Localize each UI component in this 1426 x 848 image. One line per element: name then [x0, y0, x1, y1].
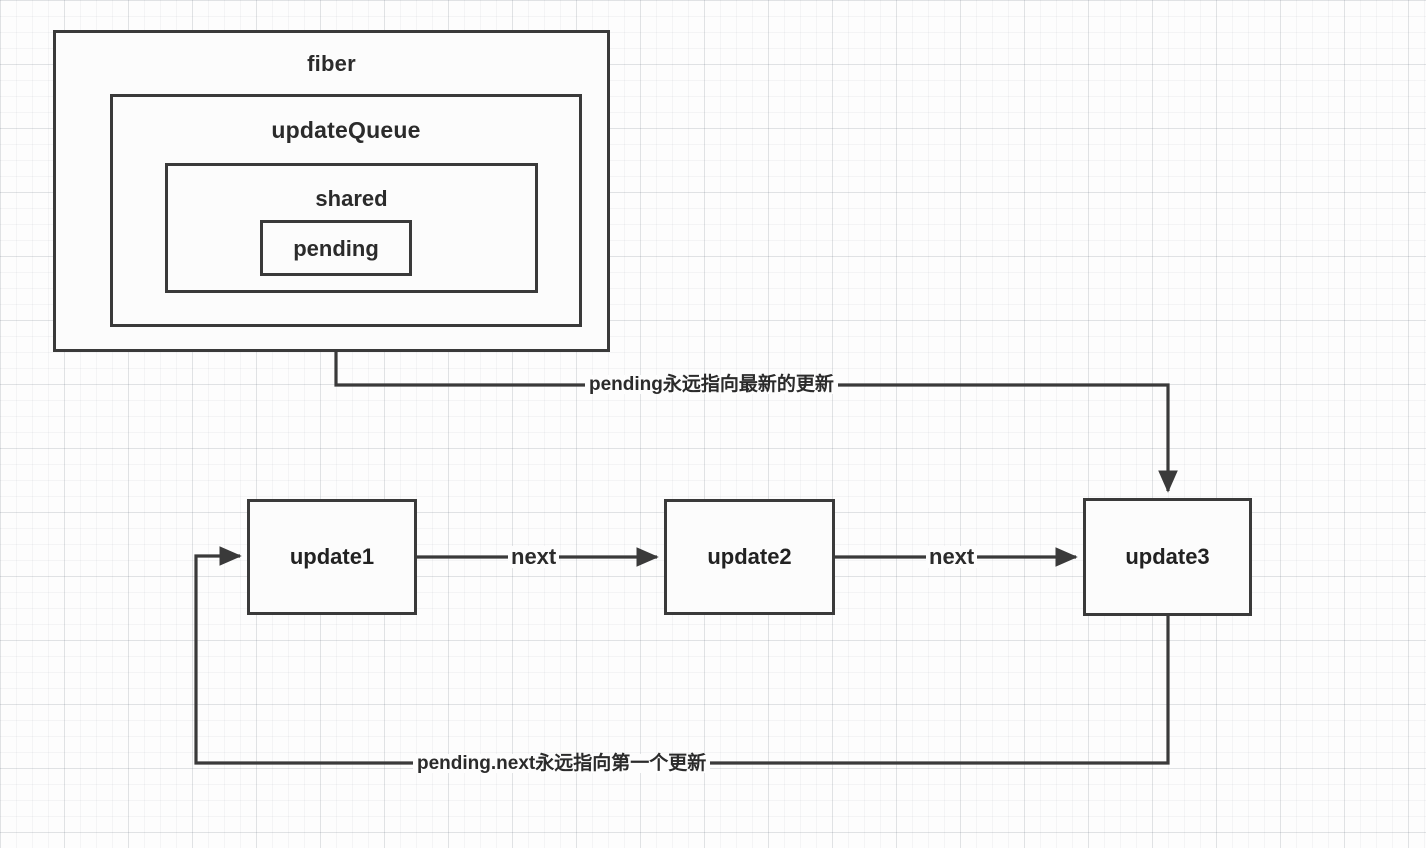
update3-label: update3: [1125, 544, 1210, 569]
update1-node: update1: [247, 499, 417, 615]
pending-label: pending: [293, 236, 379, 261]
update1-label: update1: [289, 544, 375, 569]
update2-label: update2: [707, 544, 792, 569]
fiber-label: fiber: [307, 51, 356, 76]
update2-node: update2: [664, 499, 835, 615]
edge-label-next-1: next: [508, 546, 560, 568]
shared-label: shared: [315, 186, 388, 211]
pending-field-box: pending: [260, 220, 412, 276]
edge-label-pending-points-to-latest: pending永远指向最新的更新: [585, 375, 838, 394]
edge-label-pending-next-points-to-first: pending.next永远指向第一个更新: [413, 754, 711, 773]
edge-label-next-2: next: [926, 546, 978, 568]
updatequeue-label: updateQueue: [271, 117, 421, 143]
update3-node: update3: [1083, 498, 1252, 616]
